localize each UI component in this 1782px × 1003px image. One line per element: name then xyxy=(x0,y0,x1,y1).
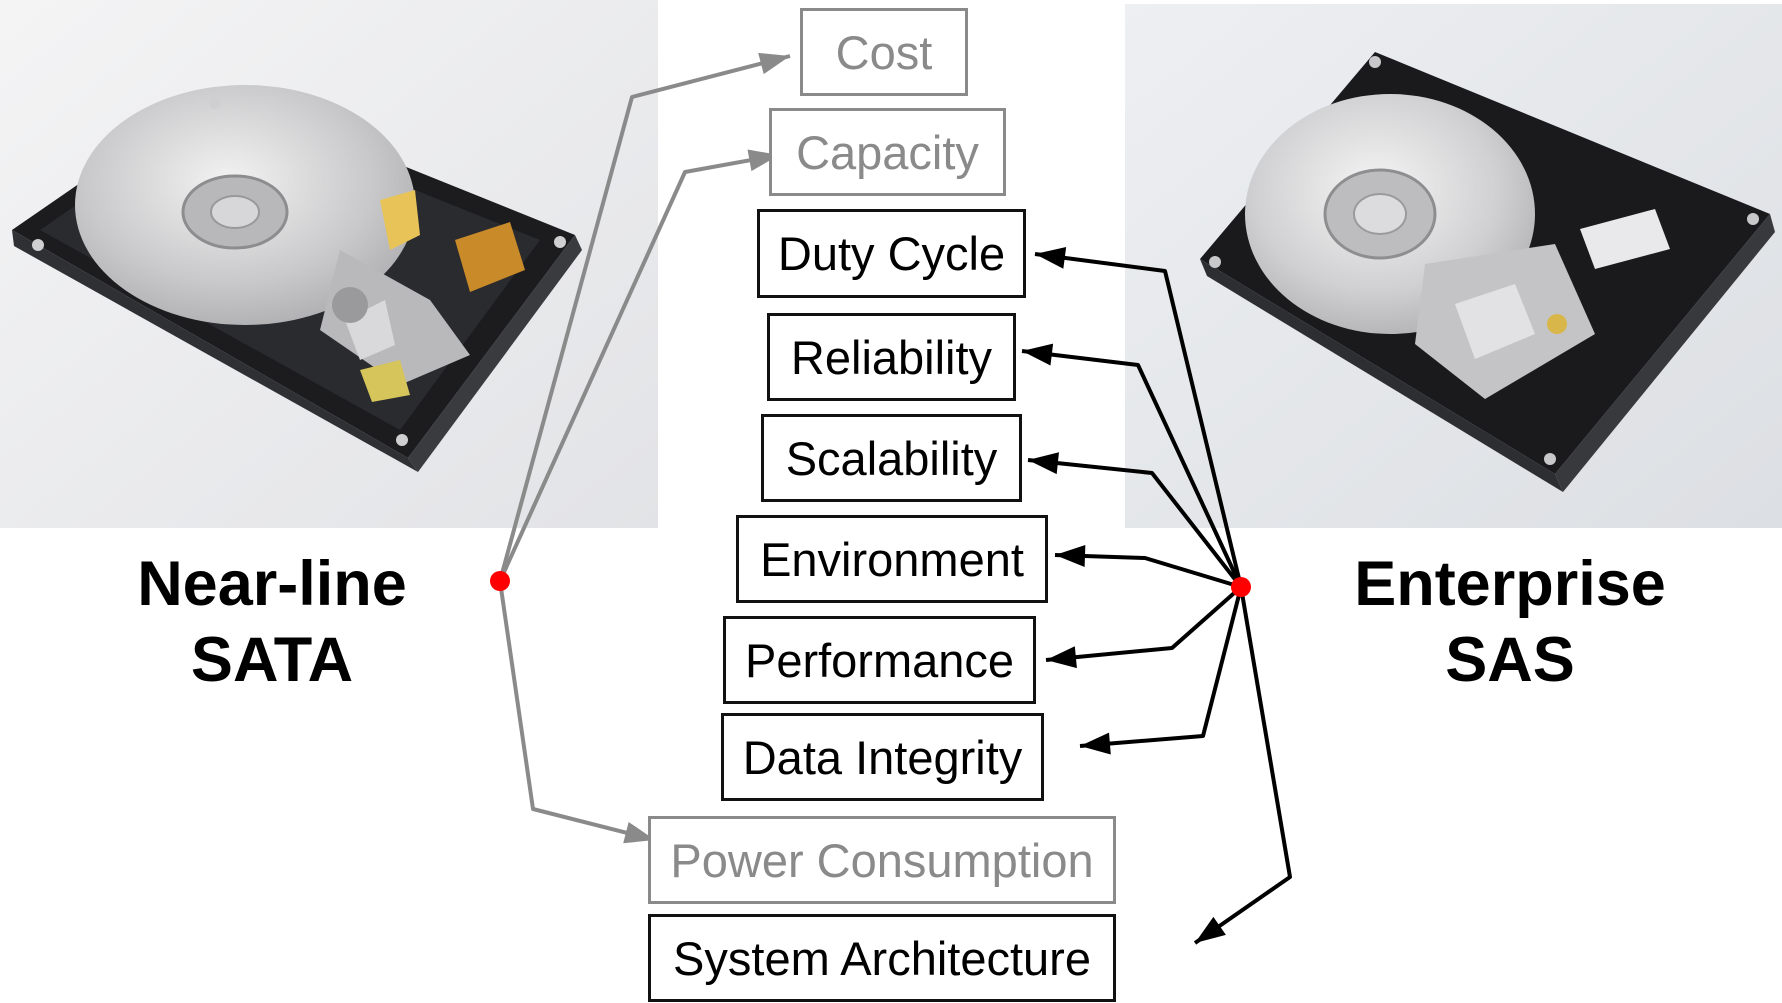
arrow-line-system-architecture xyxy=(1193,586,1292,945)
arrow-line-performance xyxy=(1045,585,1243,662)
arrow-line-environment xyxy=(1054,553,1242,589)
arrowhead-data-integrity xyxy=(1080,732,1111,755)
factor-box-duty-cycle: Duty Cycle xyxy=(757,209,1026,298)
factor-label-cost: Cost xyxy=(835,25,933,79)
factor-box-cost: Cost xyxy=(800,8,968,96)
factor-label-scalability: Scalability xyxy=(785,431,998,485)
near-line-sata-label: Near-line SATA xyxy=(92,546,452,698)
factor-box-system-architecture: System Architecture xyxy=(648,914,1116,1002)
enterprise-sas-label: Enterprise SAS xyxy=(1320,546,1700,698)
near-line-sata-label-line2: SATA xyxy=(190,625,354,695)
arrowhead-cost xyxy=(758,52,790,75)
factor-label-system-architecture: System Architecture xyxy=(673,931,1091,985)
arrow-line-duty-cycle xyxy=(1034,252,1243,588)
factor-box-data-integrity: Data Integrity xyxy=(721,713,1044,801)
enterprise-sas-label-line2: SAS xyxy=(1445,625,1575,695)
arrow-line-reliability xyxy=(1021,349,1243,588)
arrowhead-scalability xyxy=(1028,452,1059,475)
arrowhead-performance xyxy=(1046,646,1077,669)
factor-label-power-consumption: Power Consumption xyxy=(670,833,1094,887)
arrow-line-scalability xyxy=(1027,458,1243,589)
arrowhead-reliability xyxy=(1022,343,1054,366)
arrow-line-power-consumption xyxy=(498,580,656,842)
factor-label-performance: Performance xyxy=(744,633,1015,687)
arrow-line-capacity xyxy=(498,153,780,582)
enterprise-sas-label-line1: Enterprise xyxy=(1354,549,1666,619)
arrowhead-environment xyxy=(1055,545,1086,567)
near-line-sata-label-line1: Near-line xyxy=(137,549,407,619)
arrowhead-power-consumption xyxy=(623,821,655,844)
factor-box-reliability: Reliability xyxy=(767,313,1016,401)
arrowhead-system-architecture xyxy=(1195,916,1226,943)
sata-junction-dot xyxy=(490,571,510,591)
arrow-line-cost xyxy=(498,54,791,582)
factor-label-duty-cycle: Duty Cycle xyxy=(777,227,1006,280)
factor-box-performance: Performance xyxy=(723,616,1036,704)
sas-drive-photo xyxy=(1125,4,1782,528)
factor-box-power-consumption: Power Consumption xyxy=(648,816,1116,904)
sata-drive-photo xyxy=(0,0,658,528)
factor-box-capacity: Capacity xyxy=(769,108,1006,196)
arrowhead-duty-cycle xyxy=(1035,246,1067,269)
factor-label-data-integrity: Data Integrity xyxy=(742,730,1023,784)
factor-label-environment: Environment xyxy=(760,532,1024,586)
factor-label-reliability: Reliability xyxy=(790,330,993,384)
factor-box-scalability: Scalability xyxy=(761,414,1022,502)
sas-junction-dot xyxy=(1231,577,1251,597)
factor-label-capacity: Capacity xyxy=(796,125,979,179)
factor-box-environment: Environment xyxy=(736,515,1048,603)
arrow-line-data-integrity xyxy=(1079,586,1243,748)
